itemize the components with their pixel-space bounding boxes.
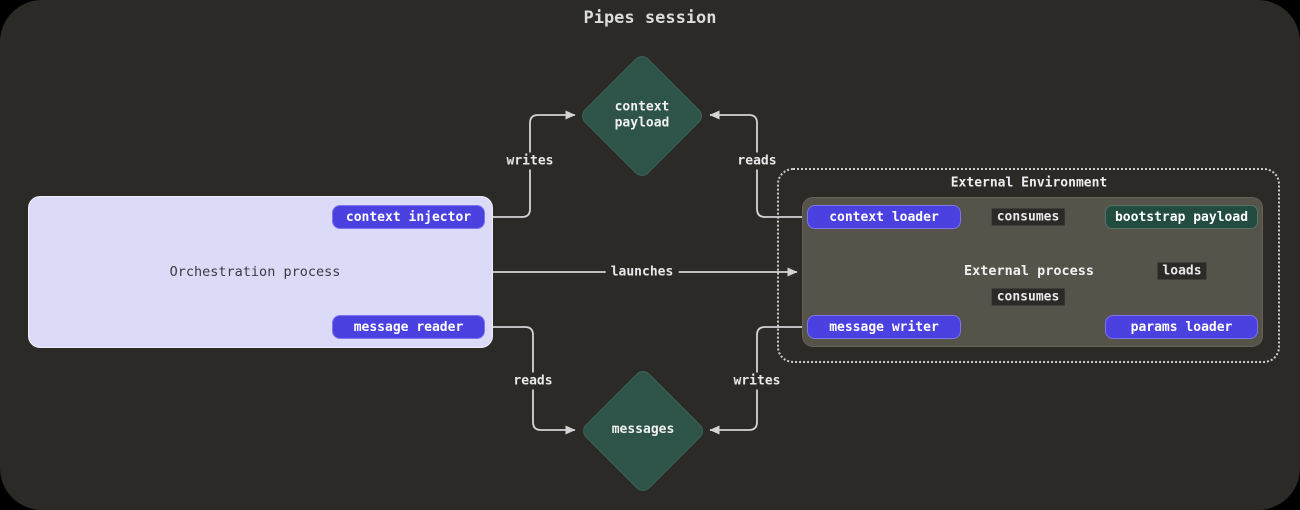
- external-environment-container: [777, 168, 1280, 363]
- diagram-title: Pipes session: [583, 8, 717, 28]
- messages-label: messages: [611, 422, 675, 438]
- edge-label-writes-bottom: writes: [728, 372, 786, 390]
- external-environment-title: External Environment: [950, 175, 1108, 191]
- context-injector-node: context injector: [332, 205, 485, 229]
- context-payload-label: context payload: [614, 99, 670, 130]
- message-writer-node: message writer: [807, 315, 961, 339]
- bootstrap-payload-node: bootstrap payload: [1105, 205, 1258, 229]
- external-process-label: External process: [963, 263, 1095, 279]
- orchestration-process-label: Orchestration process: [169, 264, 341, 280]
- edge-label-launches: launches: [605, 263, 679, 281]
- message-reader-node: message reader: [332, 315, 485, 339]
- edge-label-reads-top: reads: [732, 152, 782, 170]
- context-loader-node: context loader: [807, 205, 961, 229]
- edge-label-loads: loads: [1157, 262, 1207, 280]
- edge-label-writes-top: writes: [501, 152, 559, 170]
- edge-label-consumes-top: consumes: [991, 208, 1065, 226]
- edge-label-consumes-bottom: consumes: [991, 288, 1065, 306]
- params-loader-node: params loader: [1105, 315, 1258, 339]
- edge-label-reads-bottom: reads: [508, 372, 558, 390]
